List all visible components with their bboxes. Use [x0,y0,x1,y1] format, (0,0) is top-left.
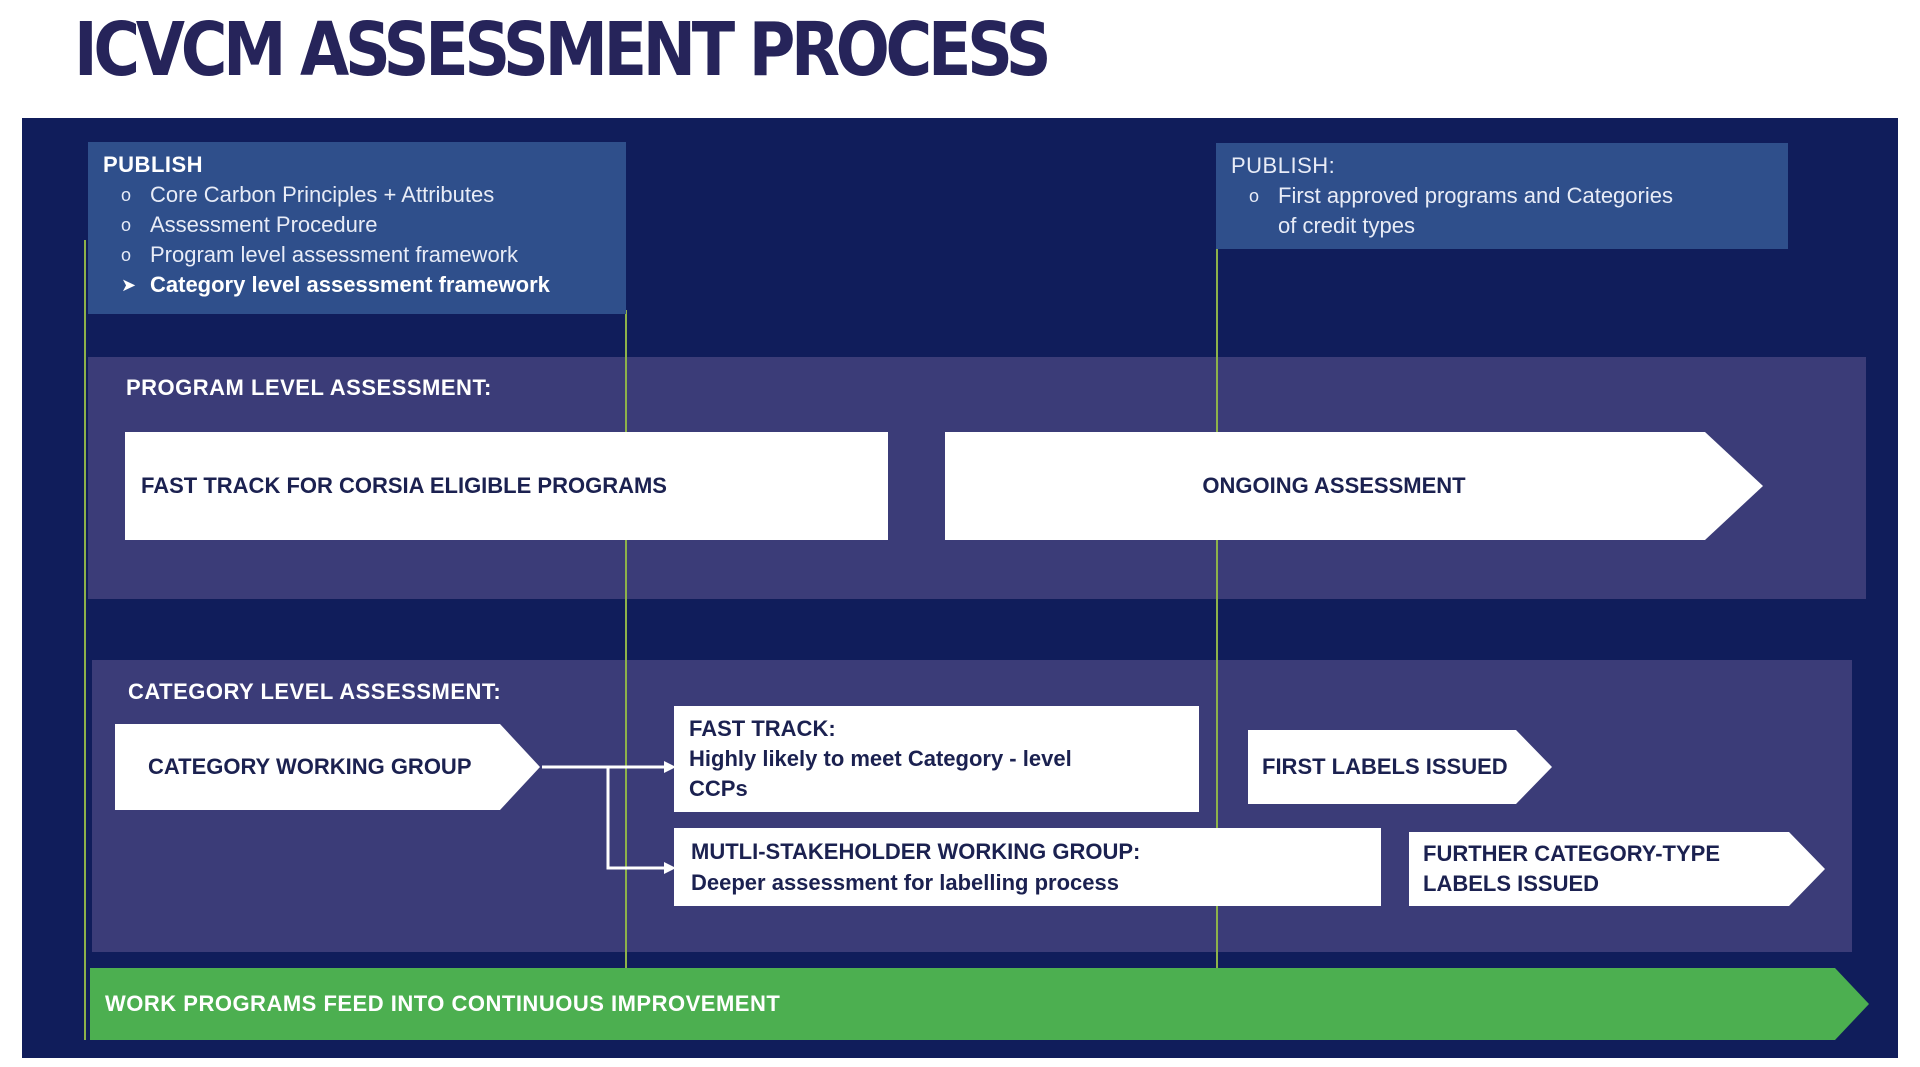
multi-stakeholder-box: MUTLI-STAKEHOLDER WORKING GROUP: Deeper … [674,828,1381,906]
category-level-heading: CATEGORY LEVEL ASSESSMENT: [128,679,502,704]
timeline-line-middle [625,310,627,970]
continuous-improvement-label: WORK PROGRAMS FEED INTO CONTINUOUS IMPRO… [105,991,781,1016]
fast-track-category-box: FAST TRACK: Highly likely to meet Catego… [674,706,1199,812]
publish-item-line: of credit types [1278,213,1415,238]
publish-item: o Core Carbon Principles + Attributes [103,180,626,210]
publish-item: o First approved programs and Categories… [1231,181,1788,241]
category-working-group-label: CATEGORY WORKING GROUP [148,754,472,779]
fast-track-category-line: CCPs [689,776,748,801]
connector-to-multi-stakeholder [606,767,668,870]
program-level-heading: PROGRAM LEVEL ASSESSMENT: [126,375,492,400]
publish-item: o Assessment Procedure [103,210,626,240]
ongoing-assessment-label: ONGOING ASSESSMENT [1202,473,1466,498]
category-working-group-arrow: CATEGORY WORKING GROUP [115,724,540,810]
publish-item-line: First approved programs and Categories [1278,183,1673,208]
publish-panel-right: PUBLISH: o First approved programs and C… [1216,143,1788,249]
publish-heading: PUBLISH [103,152,204,177]
timeline-line-start [84,240,86,1040]
further-labels-issued-arrow: FURTHER CATEGORY-TYPE LABELS ISSUED [1409,832,1825,906]
first-labels-issued-label: FIRST LABELS ISSUED [1262,754,1508,779]
publish-item-text: First approved programs and Categories o… [1278,181,1673,241]
continuous-improvement-arrow: WORK PROGRAMS FEED INTO CONTINUOUS IMPRO… [90,968,1869,1040]
multi-stakeholder-line: Deeper assessment for labelling process [691,870,1119,895]
bullet-circle-icon: o [121,245,132,265]
bullet-circle-icon: o [1249,186,1260,206]
page-title: ICVCM ASSESSMENT PROCESS [74,7,1052,93]
first-labels-issued-arrow: FIRST LABELS ISSUED [1248,730,1552,804]
publish-item: o Program level assessment framework [103,240,626,270]
timeline-line-right [1216,240,1218,970]
publish-item-text: Assessment Procedure [150,212,378,237]
fast-track-category-title: FAST TRACK: [689,716,836,741]
publish-item-text: Core Carbon Principles + Attributes [150,182,495,207]
further-labels-line: FURTHER CATEGORY-TYPE [1423,841,1721,866]
fast-track-corsia-label: FAST TRACK FOR CORSIA ELIGIBLE PROGRAMS [141,473,667,498]
bullet-arrow-icon: ➤ [121,275,137,295]
arrowhead-icon [664,862,676,874]
multi-stakeholder-title: MUTLI-STAKEHOLDER WORKING GROUP: [691,839,1141,864]
bullet-circle-icon: o [121,185,132,205]
publish-item-emphasis: ➤ Category level assessment framework [103,270,626,300]
further-labels-line: LABELS ISSUED [1423,871,1600,896]
fast-track-corsia-box: FAST TRACK FOR CORSIA ELIGIBLE PROGRAMS [125,432,888,540]
fast-track-category-line: Highly likely to meet Category - level [689,746,1072,771]
bullet-circle-icon: o [121,215,132,235]
publish-right-heading: PUBLISH: [1231,153,1336,178]
publish-panel-left: PUBLISH o Core Carbon Principles + Attri… [88,142,626,314]
arrowhead-icon [664,761,676,773]
ongoing-assessment-arrow: ONGOING ASSESSMENT [945,432,1763,540]
publish-item-text: Category level assessment framework [150,272,550,297]
publish-item-text: Program level assessment framework [150,242,519,267]
